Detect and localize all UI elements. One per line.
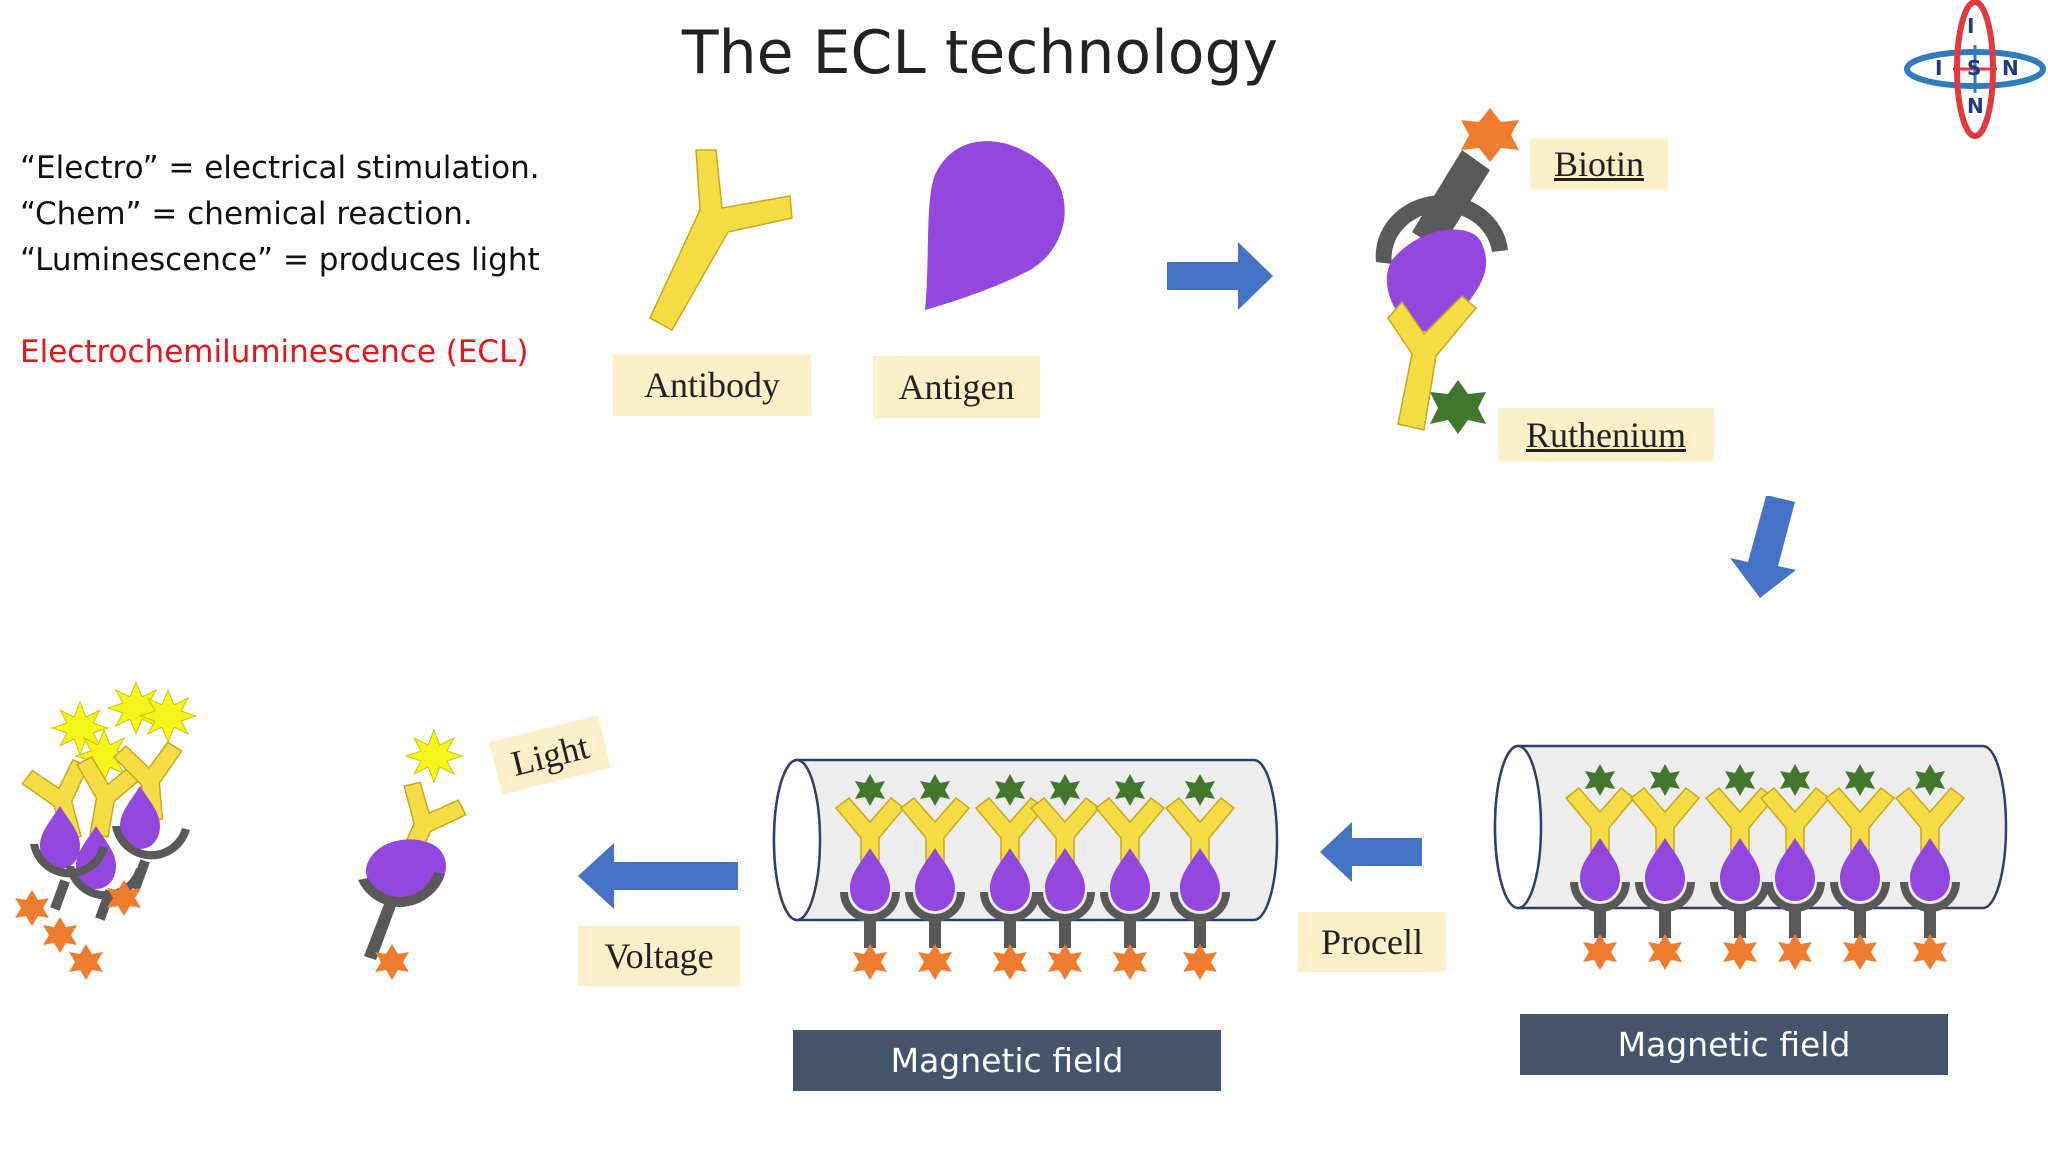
label-procell: Procell (1298, 912, 1446, 972)
slide-title: The ECL technology (681, 18, 1279, 88)
arrow-left-icon-voltage (578, 843, 738, 909)
logo-letter-right: N (2002, 56, 2019, 80)
antibody-figure (649, 149, 793, 332)
label-biotin: Biotin (1530, 138, 1668, 190)
definition-chem: “Chem” = chemical reaction. (20, 196, 473, 232)
arrow-left-icon-procell (1320, 822, 1422, 882)
bead-cylinder-left (772, 758, 1279, 980)
definition-luminescence: “Luminescence” = produces light (20, 242, 540, 278)
logo-letter-left: I (1935, 56, 1943, 80)
arrow-down-icon (1730, 496, 1796, 598)
bead-cylinder-right (1493, 744, 2008, 970)
definition-electro: “Electro” = electrical stimulation. (20, 150, 540, 186)
logo-letter-top: I (1967, 14, 1975, 38)
logo-letter-center: S (1967, 56, 1982, 80)
label-antigen: Antigen (873, 356, 1040, 418)
label-ruthenium: Ruthenium (1498, 408, 1714, 462)
magnetic-field-bar-right: Magnetic field (1520, 1014, 1948, 1075)
arrow-right-icon (1167, 242, 1273, 310)
antigen-figure (925, 141, 1065, 310)
sandwich-complex (1375, 108, 1519, 434)
label-antibody: Antibody (613, 354, 811, 416)
complex-cluster (15, 681, 197, 980)
ecl-term: Electrochemiluminescence (ECL) (20, 334, 529, 370)
light-emitting-complex (358, 729, 471, 980)
logo-letter-bottom: N (1967, 94, 1984, 118)
label-voltage: Voltage (578, 926, 740, 986)
magnetic-field-bar-left: Magnetic field (793, 1030, 1221, 1091)
isn-logo (1904, 0, 2046, 139)
